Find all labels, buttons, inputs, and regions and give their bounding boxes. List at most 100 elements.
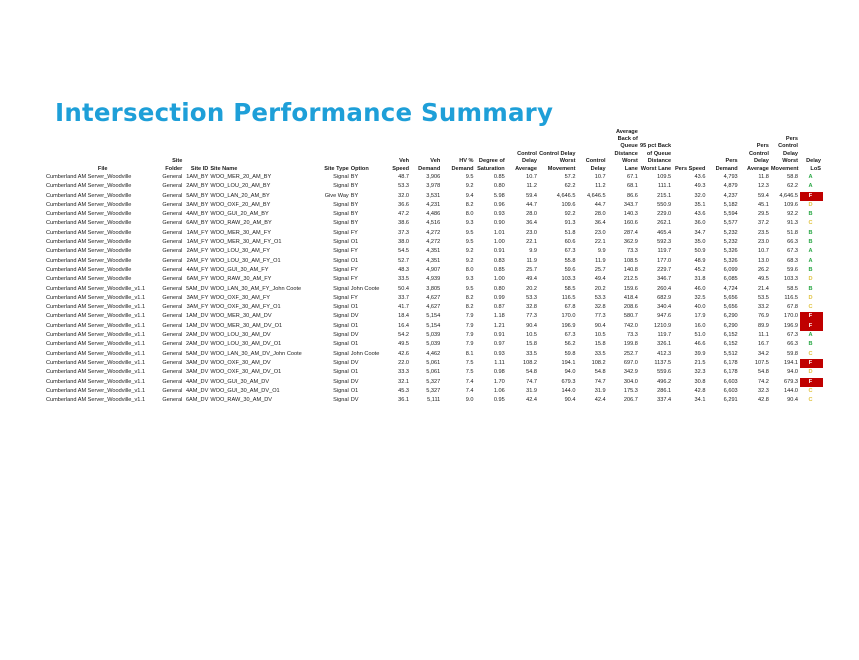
table-cell: 22.0: [398, 359, 410, 366]
table-cell: General: [162, 387, 183, 394]
table-cell: 0.80: [493, 183, 505, 190]
table-cell: Signal: [333, 276, 349, 283]
table-cell: Signal: [333, 304, 349, 311]
table-cell: WOO_LOU_30_AM_FY: [210, 248, 271, 255]
table-cell: 77.3: [594, 313, 606, 320]
table-cell: 362.9: [623, 239, 638, 246]
table-cell: 54.8: [526, 369, 537, 376]
table-cell: 9.5: [465, 239, 474, 246]
table-cell: WOO_MER_30_AM_FY: [210, 229, 271, 236]
table-cell: WOO_LOU_20_AM_BY: [210, 183, 271, 190]
table-cell: 140.8: [623, 266, 638, 273]
table-cell: 159.6: [623, 285, 638, 292]
table-cell: 16.7: [757, 341, 769, 348]
table-cell: 32.0: [694, 192, 706, 199]
table-cell: WOO_LOU_30_AM_DV_O1: [210, 341, 282, 348]
table-cell: 36.4: [594, 220, 606, 227]
table-cell: 4,627: [426, 294, 441, 301]
table-cell: 3AM_BY: [186, 201, 209, 208]
table-cell: 11.2: [595, 183, 606, 190]
table-cell: FY: [350, 266, 358, 273]
table-cell: 73.3: [626, 248, 638, 255]
table-cell: 4,516: [426, 220, 441, 227]
table-cell: 0.91: [493, 332, 505, 339]
table-cell: Cumberland AM Server_Woodville_v1.1: [46, 397, 146, 404]
table-cell: Signal: [333, 397, 349, 404]
los-cell: F: [799, 377, 823, 387]
table-cell: 76.9: [757, 313, 769, 320]
table-cell: 5.98: [493, 192, 505, 199]
table-cell: 108.5: [623, 257, 638, 264]
table-cell: 90.4: [787, 397, 798, 404]
table-cell: 1.00: [493, 276, 505, 283]
table-cell: 20.2: [526, 285, 537, 292]
table-cell: 58.8: [787, 174, 798, 180]
table-cell: 60.6: [564, 239, 576, 246]
table-cell: O1: [350, 369, 359, 376]
table-cell: Signal: [333, 229, 349, 236]
table-cell: 103.3: [783, 276, 798, 283]
table-cell: Cumberland AM Server_Woodville: [46, 183, 132, 190]
table-cell: Cumberland AM Server_Woodville_v1.1: [46, 341, 146, 348]
los-cell: F: [799, 358, 823, 369]
table-cell: 6,152: [723, 341, 738, 348]
table-cell: 0.85: [493, 174, 505, 180]
los-cell: D: [808, 369, 813, 376]
column-header-label: HV % Demand: [451, 158, 474, 172]
table-cell: 66.3: [787, 239, 798, 246]
column-header-label: Option: [350, 165, 369, 172]
los-cell: B: [808, 211, 813, 218]
table-cell: Cumberland AM Server_Woodville: [46, 211, 132, 218]
table-cell: 196.9: [783, 322, 798, 329]
table-cell: 23.0: [526, 229, 537, 236]
table-cell: Signal: [333, 211, 349, 218]
table-cell: WOO_LAN_30_AM_DV_John Coote: [210, 350, 302, 357]
table-cell: 39.9: [694, 350, 706, 357]
table-cell: 51.8: [564, 229, 576, 236]
table-cell: 7.9: [465, 341, 474, 348]
table-cell: 67.3: [787, 332, 798, 339]
table-cell: 2AM_FY: [186, 257, 209, 264]
table-cell: 26.2: [757, 266, 769, 273]
table-cell: 25.7: [594, 266, 606, 273]
table-cell: 343.7: [623, 201, 638, 208]
los-cell: A: [808, 332, 813, 339]
table-cell: 35.1: [694, 201, 706, 208]
los-cell: D: [808, 294, 813, 301]
table-cell: 89.9: [757, 322, 769, 329]
table-cell: General: [162, 369, 183, 376]
los-cell: B: [808, 239, 813, 246]
table-cell: DV: [350, 378, 359, 385]
table-cell: 54.8: [757, 369, 769, 376]
table-cell: 0.91: [493, 248, 505, 255]
table-cell: 6AM_BY: [186, 220, 209, 227]
table-cell: WOO_OXF_30_AM_FY_O1: [210, 304, 281, 311]
table-cell: 4,237: [723, 192, 738, 199]
table-cell: 679.3: [561, 378, 576, 385]
table-cell: 1.01: [493, 229, 505, 236]
los-cell: C: [808, 387, 813, 394]
table-cell: 3,531: [426, 192, 441, 199]
column-header: Pers Demand: [707, 122, 739, 173]
column-header: Control Delay Average: [507, 122, 539, 173]
table-cell: 11.9: [526, 257, 537, 264]
table-cell: 67.8: [787, 304, 798, 311]
table-cell: 32.3: [694, 369, 706, 376]
table-cell: 48.3: [398, 266, 410, 273]
table-cell: 5,111: [427, 397, 441, 404]
column-header-label: Pers Control Delay Worst Movement: [770, 135, 799, 172]
table-cell: 7.4: [465, 378, 474, 385]
table-cell: 337.4: [657, 397, 672, 404]
table-cell: 5,232: [723, 239, 738, 246]
table-cell: 30.8: [694, 378, 706, 385]
table-cell: 0.99: [493, 294, 505, 301]
table-cell: 7.5: [465, 359, 474, 366]
table-cell: WOO_LAN_20_AM_BY: [210, 192, 270, 199]
